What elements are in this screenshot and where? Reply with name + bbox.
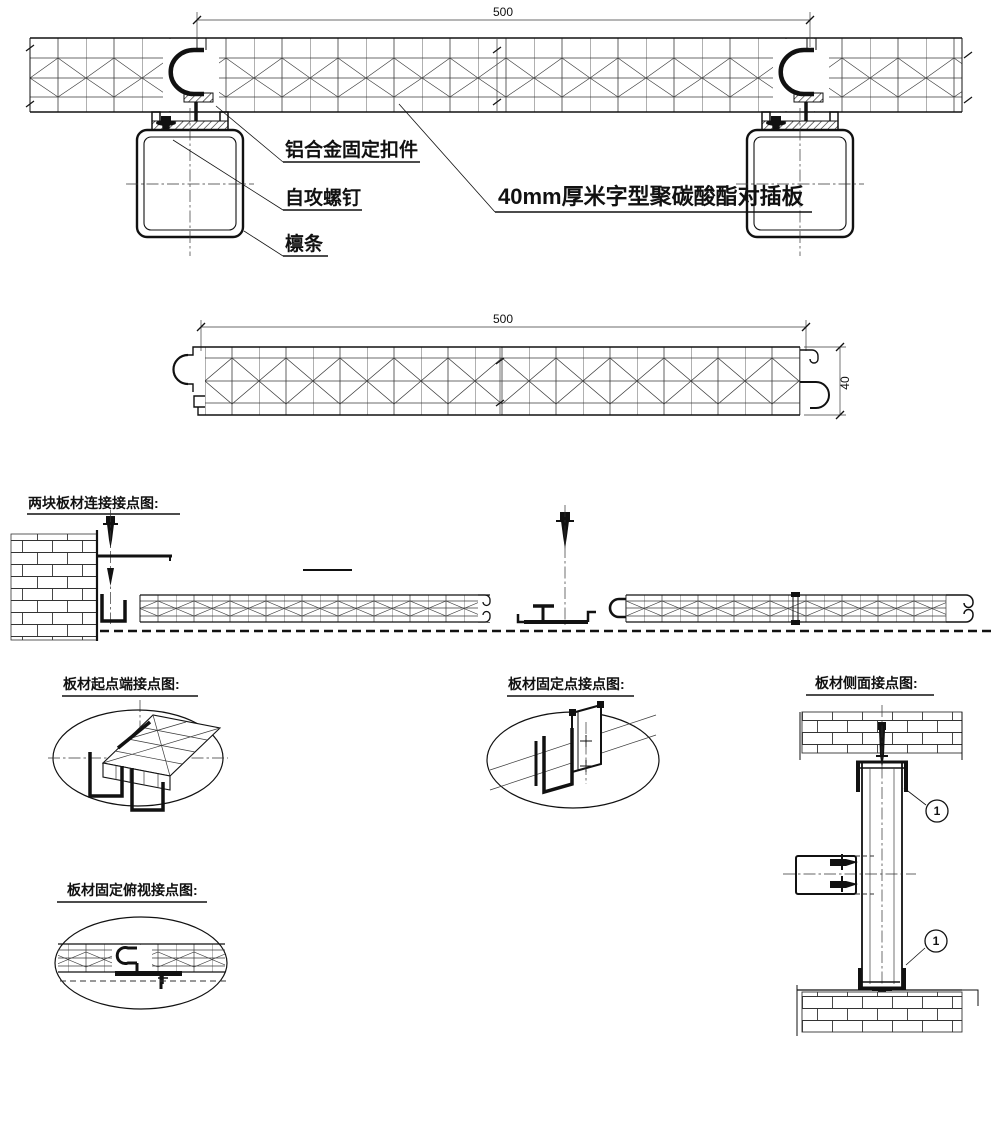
- panel-hook-end: [172, 346, 205, 416]
- mid-screw: [556, 505, 574, 628]
- dimension-500-profile: 500: [196, 312, 811, 351]
- label-self-tapping-screw: 自攻螺钉: [285, 186, 361, 209]
- start-end-title: 板材起点端接点图:: [63, 676, 180, 692]
- side-screw-2: [830, 881, 858, 888]
- label-aluminum-clip: 铝合金固定扣件: [285, 138, 418, 161]
- callout-1-top: 1: [934, 804, 941, 818]
- fixing-plan-title: 板材固定俯视接点图:: [67, 882, 198, 898]
- iso-panel-end: [88, 714, 222, 812]
- callout-1-bottom: 1: [933, 934, 940, 948]
- wall-screw: [103, 510, 118, 624]
- side-view-title: 板材侧面接点图:: [815, 675, 918, 691]
- arrow-down-icon: [107, 568, 114, 586]
- detail-side-view: 板材侧面接点图: 1: [783, 675, 979, 1036]
- label-panel-type: 40mm厚米字型聚碳酸酯对插板: [498, 184, 805, 209]
- iso-fixing-clip: [534, 701, 604, 795]
- panel-hook-glyph: [608, 597, 626, 619]
- plan-fixing-clip: [115, 946, 182, 989]
- brick-wall: [10, 533, 98, 641]
- brick-wall-bottom: [801, 991, 963, 1033]
- connection-panel-right: [608, 592, 974, 625]
- bottom-cap: [858, 968, 906, 990]
- end-channel-2: [130, 768, 165, 812]
- detail-start-end: 板材起点端接点图:: [48, 676, 228, 812]
- break-mark: [25, 44, 35, 52]
- side-purlin: [783, 854, 916, 895]
- callout-circle-top: [925, 799, 949, 823]
- dimension-500-top: 500: [192, 5, 815, 47]
- top-cross-section: 500 铝合金固定扣件 自攻螺钉 檩条 40mm厚米字型聚碳酸酯对插板: [25, 5, 973, 257]
- panel-profile-section: 500 40: [172, 312, 852, 420]
- end-channel-1: [88, 752, 124, 798]
- panel-receiver-end: [799, 347, 830, 415]
- detail-circle: [54, 916, 228, 1010]
- connection-title: 两块板材连接接点图:: [28, 495, 159, 511]
- label-purlin: 檩条: [285, 232, 324, 255]
- top-cap: [856, 755, 908, 792]
- connection-detail-section: 两块板材连接接点图:: [10, 495, 993, 641]
- callout-circle-bottom: [924, 929, 948, 953]
- connection-panel-left: [139, 594, 492, 623]
- vertical-panel: [861, 762, 903, 988]
- fixing-point-title: 板材固定点接点图:: [508, 676, 625, 692]
- detail-fixing-point: 板材固定点接点图:: [486, 676, 660, 809]
- mid-fixing-clip: [516, 604, 596, 624]
- dimension-40: 40: [804, 342, 852, 420]
- dim-text-500-profile: 500: [493, 312, 513, 326]
- dim-text-500: 500: [493, 5, 513, 19]
- start-u-channel: [100, 594, 127, 623]
- plan-panel: [58, 943, 225, 973]
- dim-text-40: 40: [838, 376, 852, 390]
- edge-return: [962, 989, 979, 1006]
- callout-labels: 铝合金固定扣件 自攻螺钉 檩条 40mm厚米字型聚碳酸酯对插板: [172, 103, 812, 257]
- side-screw-1: [830, 859, 858, 866]
- detail-fixing-plan: 板材固定俯视接点图:: [54, 882, 228, 1010]
